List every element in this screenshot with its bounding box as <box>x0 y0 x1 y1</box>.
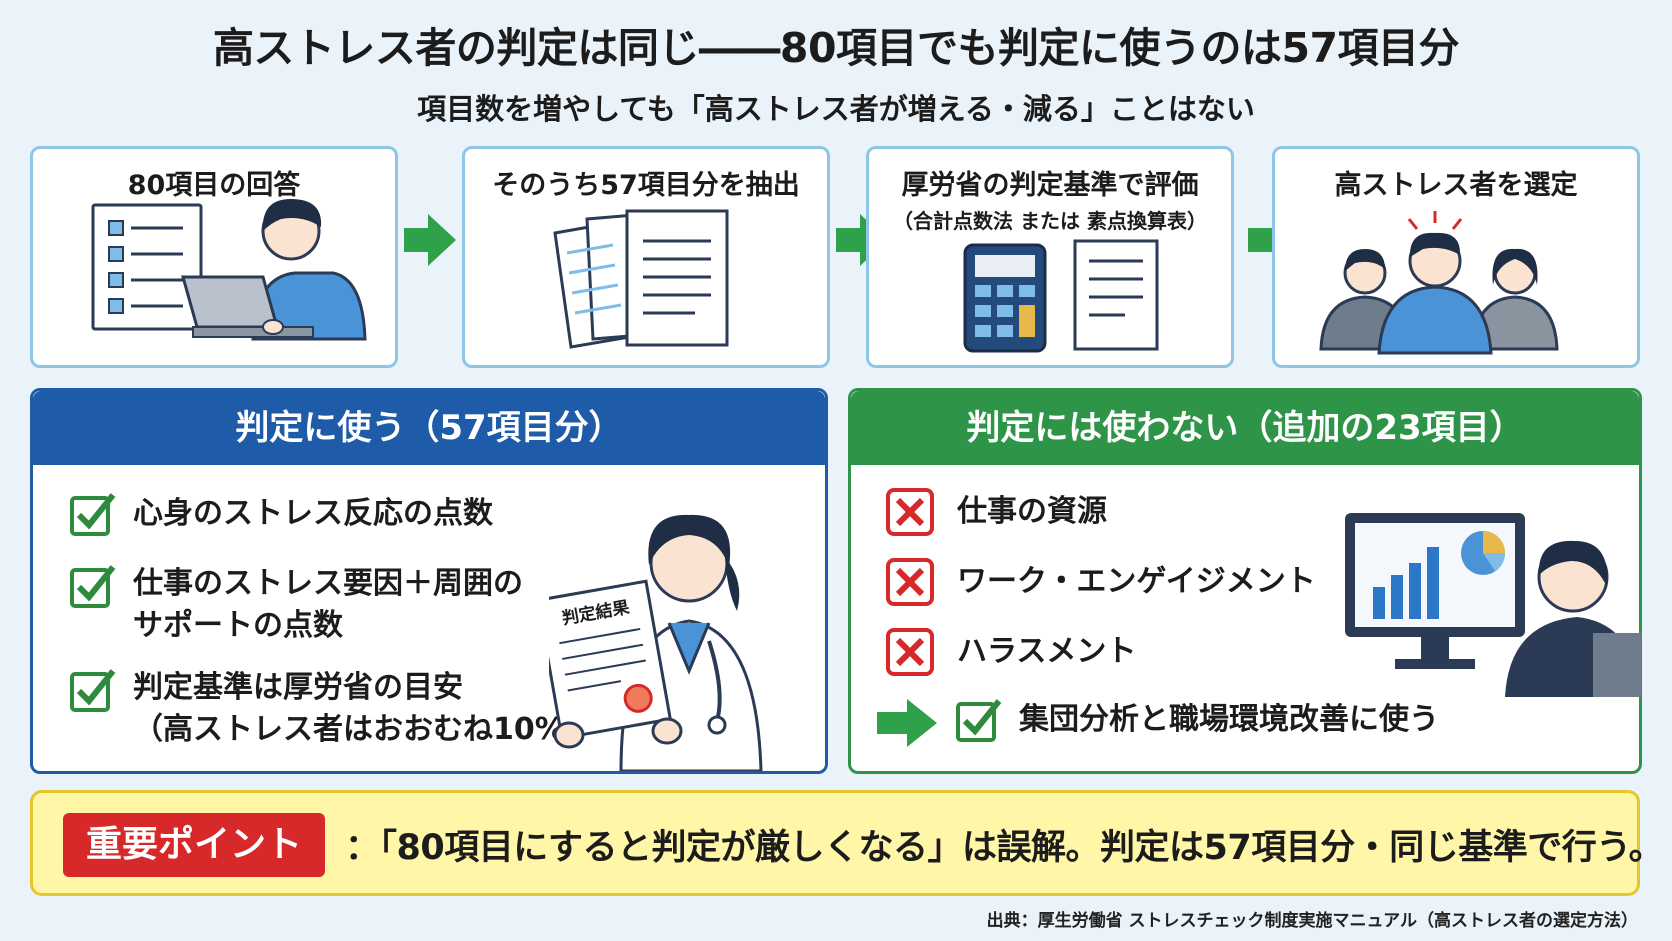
check-icon <box>956 699 1002 742</box>
used-items-panel: 判定に使う（57項目分） 心身のストレス反応の点数 仕事のストレス要因＋周囲の … <box>30 388 828 774</box>
page-title: 高ストレス者の判定は同じ――80項目でも判定に使うのは57項目分 <box>212 24 1460 72</box>
doctor-illustration: 判定結果 <box>549 514 763 771</box>
used-item: 仕事のストレス要因＋周囲の サポートの点数 <box>133 566 523 643</box>
cross-icon <box>886 628 934 676</box>
check-icon <box>70 493 116 536</box>
used-panel-heading: 判定に使う（57項目分） <box>33 391 825 465</box>
arrow-right-icon <box>877 699 937 747</box>
flow-step-select: 高ストレス者を選定 <box>1272 146 1640 368</box>
key-point-bar: 重要ポイント ：「80項目にすると判定が厳しくなる」は誤解。判定は57項目分・同… <box>30 790 1664 896</box>
check-icon <box>70 669 116 712</box>
flow-step-extract: そのうち57項目分を抽出 <box>462 146 830 368</box>
flow-step-answer: 80項目の回答 <box>30 146 398 368</box>
unused-item: 仕事の資源 <box>957 494 1107 529</box>
flow-step-title: 80項目の回答 <box>127 170 301 201</box>
people-group-illustration <box>1319 211 1559 355</box>
calculator-and-sheet-icon <box>963 239 1159 353</box>
source-note: 出典：厚生労働省 ストレスチェック制度実施マニュアル（高ストレス者の選定方法） <box>986 911 1638 931</box>
documents-icon <box>553 209 729 349</box>
cross-icon <box>886 488 934 536</box>
flow-step-subtitle: （合計点数法 または 素点換算表） <box>893 209 1207 233</box>
flow-step-title: 高ストレス者を選定 <box>1334 170 1578 201</box>
flow-arrow-2 <box>836 214 888 266</box>
unused-item: ハラスメント <box>957 634 1137 669</box>
used-item: 心身のストレス反応の点数 <box>133 496 493 531</box>
check-icon <box>70 565 116 608</box>
key-point-badge: 重要ポイント <box>63 813 325 877</box>
flow-arrow-1 <box>404 214 456 266</box>
person-laptop-illustration <box>91 199 367 341</box>
flow-step-title: 厚労省の判定基準で評価 <box>901 170 1199 201</box>
group-analysis-use: 集団分析と職場環境改善に使う <box>1019 702 1439 737</box>
flow-step-evaluate: 厚労省の判定基準で評価 （合計点数法 または 素点換算表） <box>866 146 1234 368</box>
unused-items-panel: 判定には使わない（追加の23項目） 仕事の資源 ワーク・エンゲイジメント ハラス… <box>848 388 1642 774</box>
key-point-text: ：「80項目にすると判定が厳しくなる」は誤解。判定は57項目分・同じ基準で行う。 <box>345 828 1664 868</box>
unused-panel-heading: 判定には使わない（追加の23項目） <box>851 391 1639 465</box>
page-subtitle: 項目数を増やしても「高ストレス者が増える・減る」ことはない <box>417 92 1255 126</box>
flow-step-title: そのうち57項目分を抽出 <box>492 170 800 201</box>
used-item: 判定基準は厚労省の目安 （高ストレス者はおおむね10%） <box>133 670 595 747</box>
cross-icon <box>886 558 934 606</box>
unused-item: ワーク・エンゲイジメント <box>957 564 1316 599</box>
monitor-analyst-illustration <box>1345 513 1641 697</box>
